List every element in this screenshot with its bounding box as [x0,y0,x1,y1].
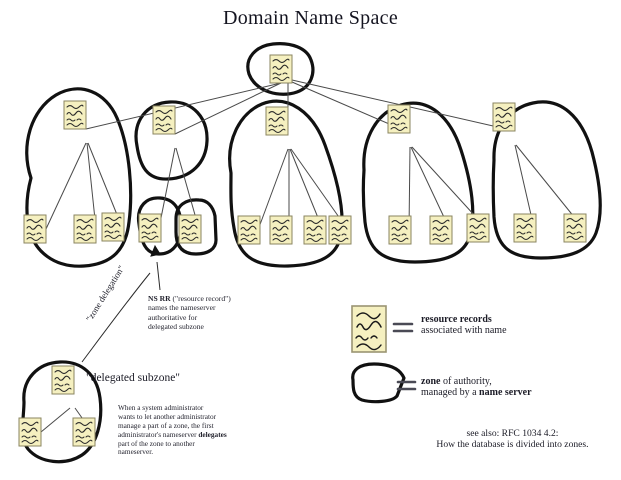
see-also-line-1: see also: RFC 1034 4.2: [466,428,559,439]
node-a2[interactable] [73,214,97,244]
edge-root-tld-b [174,82,282,135]
edge-b-1 [158,147,176,229]
node-c4[interactable] [328,215,352,245]
legend-equals-1-icon [392,322,414,333]
legend-zone-subtitle: managed by a name server [421,387,532,398]
node-e1[interactable] [513,213,537,243]
ns-rr-leader [156,261,161,291]
see-also-line-2: How the database is divided into zones. [436,439,589,450]
legend-rr-title: resource records [421,314,492,325]
ns-rr-arrowhead [150,244,161,257]
node-c3[interactable] [303,215,327,245]
edge-sub-1 [40,407,71,433]
node-tld-a[interactable] [63,100,87,130]
zone-delegation-leader [81,272,151,363]
legend-item-zone: zone of authority, managed by a name ser… [421,376,532,398]
node-a1[interactable] [23,214,47,244]
delegated-subzone-label: "delegated subzone" [86,372,181,384]
node-subzone-child-1[interactable] [18,417,42,447]
legend-glyphs [351,305,417,404]
edge-root-tld-a [85,82,282,130]
node-e2[interactable] [563,213,587,243]
node-b1-delegated[interactable] [138,213,162,243]
node-subzone-parent[interactable] [51,365,75,395]
edge-c-1 [257,148,289,231]
zone-subzone [21,360,103,464]
node-c1[interactable] [237,215,261,245]
zone-e [491,100,602,260]
legend-item-resource-records: resource records associated with name [421,314,507,336]
node-tld-d[interactable] [387,104,411,134]
zone-d [361,101,475,264]
annotation-leaders [81,261,161,363]
node-c2[interactable] [269,215,293,245]
zone-deleg-2 [174,198,218,256]
node-tld-c[interactable] [265,106,289,136]
zone-root [246,42,315,96]
legend-zone-title: zone of authority, [421,376,492,387]
node-b2-delegated[interactable] [178,214,202,244]
node-tld-e[interactable] [492,102,516,132]
legend-equals-2-icon [396,380,417,391]
node-d2[interactable] [429,215,453,245]
node-subzone-child-2[interactable] [72,417,96,447]
legend-resource-record-node-icon [351,305,387,353]
node-d1[interactable] [388,215,412,245]
legend-rr-subtitle: associated with name [421,325,507,336]
node-tld-b[interactable] [152,105,176,135]
zone-b [134,100,209,181]
legend-zone-blob-icon [351,362,406,404]
ns-rr-annotation: NS RR ("resource record")names the names… [148,294,231,331]
page-title: Domain Name Space [222,7,399,29]
node-d3[interactable] [466,213,490,243]
see-also-note: see also: RFC 1034 4.2: How the database… [410,428,615,450]
node-root[interactable] [269,54,293,84]
node-a3[interactable] [101,212,125,242]
edge-a-1 [45,142,87,230]
